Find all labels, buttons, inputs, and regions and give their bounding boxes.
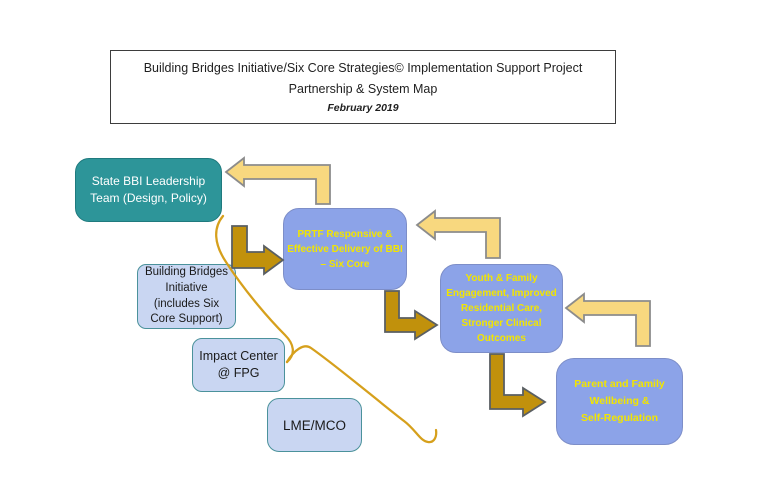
feedback-arrow-to-prtf-icon (415, 209, 501, 259)
title-box: Building Bridges Initiative/Six Core Str… (110, 50, 616, 124)
node-state-bbi-leadership-team: State BBI Leadership Team (Design, Polic… (75, 158, 222, 222)
title-line-1: Building Bridges Initiative/Six Core Str… (143, 60, 583, 75)
node-parent-family-wellbeing: Parent and Family Wellbeing & Self-Regul… (556, 358, 683, 445)
node-lme-mco: LME/MCO (267, 398, 362, 452)
flow-arrow-state-bbi-to-prtf-icon (231, 225, 285, 276)
feedback-arrow-to-state-bbi-icon (224, 156, 331, 205)
node-impact-center-fpg: Impact Center @ FPG (192, 338, 285, 392)
node-youth-family-outcomes: Youth & Family Engagement, Improved Resi… (440, 264, 563, 353)
title-date: February 2019 (327, 101, 399, 114)
flow-arrow-prtf-to-youth-icon (384, 290, 439, 341)
feedback-arrow-to-youth-family-icon (564, 292, 651, 347)
flow-arrow-youth-to-parent-icon (489, 353, 547, 418)
title-line-2: Partnership & System Map (288, 81, 438, 96)
node-prtf-responsive-delivery: PRTF Responsive & Effective Delivery of … (283, 208, 407, 290)
node-building-bridges-initiative: Building Bridges Initiative (includes Si… (137, 264, 236, 329)
